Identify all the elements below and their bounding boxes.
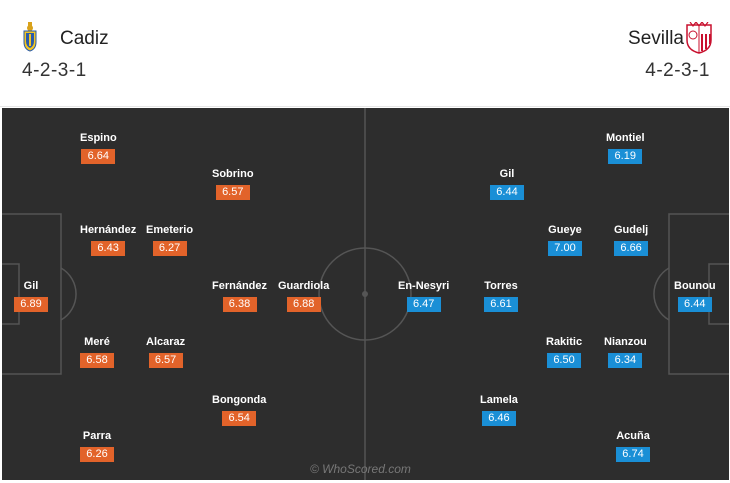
player-rating: 6.47 [406,297,441,312]
player-name: Montiel [606,132,645,144]
player-name: Rakitic [546,336,583,348]
player-rating: 7.00 [548,241,582,256]
away-player-rakitic[interactable]: Rakitic 6.50 [546,336,582,368]
player-name: Alcaraz [146,336,186,348]
player-rating: 6.88 [286,297,321,312]
player-rating: 6.26 [80,447,114,462]
away-player-torres[interactable]: Torres 6.61 [484,280,518,312]
player-name: En-Nesyri [398,280,450,292]
player-rating: 6.38 [222,297,257,312]
away-player-bounou[interactable]: Bounou 6.44 [674,280,716,312]
player-rating: 6.46 [481,411,516,426]
player-rating: 6.89 [14,297,48,312]
player-name: Acuña [616,430,650,442]
player-name: Gudelj [614,224,649,236]
away-player-lamela[interactable]: Lamela 6.46 [480,394,518,426]
player-name: Gueye [548,224,582,236]
home-player-bongonda[interactable]: Bongonda 6.54 [212,394,266,426]
player-name: Hernández [80,224,137,236]
player-name: Gil [23,280,39,292]
player-name: Bongonda [212,394,267,406]
player-rating: 6.66 [614,241,649,256]
player-rating: 6.34 [608,353,643,368]
home-player-emeterio[interactable]: Emeterio 6.27 [146,224,193,256]
home-player-mere[interactable]: Meré 6.58 [80,336,114,368]
player-rating: 6.19 [608,149,643,164]
away-player-gudelj[interactable]: Gudelj 6.66 [614,224,648,256]
player-rating: 6.44 [490,185,524,200]
player-rating: 6.54 [222,411,257,426]
home-team-name[interactable]: Cadiz [60,28,109,49]
player-rating: 6.74 [616,447,650,462]
away-team-name[interactable]: Sevilla [628,28,684,49]
player-name: Espino [80,132,117,144]
player-name: Gil [499,168,515,180]
home-player-guardiola[interactable]: Guardiola 6.88 [278,280,329,312]
home-formation: 4-2-3-1 [22,60,87,81]
player-rating: 6.64 [81,149,116,164]
sevilla-crest-icon [686,22,712,54]
player-rating: 6.58 [80,353,114,368]
away-player-nianzou[interactable]: Nianzou 6.34 [604,336,647,368]
pitch: Espino 6.64 Sobrino 6.57 Hernández 6.43 … [2,108,729,480]
home-player-fernandez[interactable]: Fernández 6.38 [212,280,267,312]
away-player-montiel[interactable]: Montiel 6.19 [606,132,645,164]
player-name: Lamela [480,394,518,406]
player-rating: 6.57 [215,185,250,200]
player-name: Torres [484,280,518,292]
home-player-hernandez[interactable]: Hernández 6.43 [80,224,136,256]
home-player-gil[interactable]: Gil 6.89 [14,280,48,312]
whoscored-watermark: © WhoScored.com [310,462,411,476]
player-name: Bounou [674,280,716,292]
player-name: Guardiola [278,280,330,292]
away-player-acuna[interactable]: Acuña 6.74 [616,430,650,462]
away-player-en-nesyri[interactable]: En-Nesyri 6.47 [398,280,449,312]
player-name: Sobrino [212,168,254,180]
player-rating: 6.50 [547,353,582,368]
player-rating: 6.43 [91,241,126,256]
home-player-alcaraz[interactable]: Alcaraz 6.57 [146,336,185,368]
cadiz-crest-icon [23,22,37,52]
player-name: Fernández [212,280,268,292]
away-player-gueye[interactable]: Gueye 7.00 [548,224,582,256]
home-player-sobrino[interactable]: Sobrino 6.57 [212,168,254,200]
player-rating: 6.44 [677,297,712,312]
player-rating: 6.27 [152,241,187,256]
player-rating: 6.57 [148,353,183,368]
home-player-parra[interactable]: Parra 6.26 [80,430,114,462]
player-name: Nianzou [604,336,647,348]
away-player-gil[interactable]: Gil 6.44 [490,168,524,200]
player-name: Emeterio [146,224,194,236]
player-rating: 6.61 [484,297,518,312]
match-header: Cadiz 4-2-3-1 Sevilla 4-2-3-1 [0,0,730,107]
home-player-espino[interactable]: Espino 6.64 [80,132,117,164]
pitch-markings [2,108,729,480]
player-name: Parra [82,430,112,442]
player-name: Meré [84,336,110,348]
away-formation: 4-2-3-1 [645,60,710,81]
